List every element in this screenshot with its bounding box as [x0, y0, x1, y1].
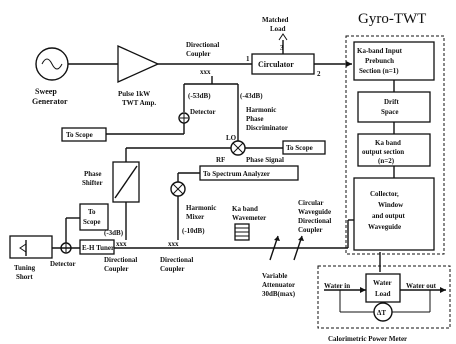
att-53-label: (-53dB): [188, 92, 211, 100]
calorimetric-enclosure: [317, 265, 451, 329]
to-scope-right-label: To Scope: [286, 144, 313, 152]
rf-label: RF: [216, 156, 225, 164]
att-43-label: (-43dB): [240, 92, 263, 100]
dc-top-label: Directional Coupler: [186, 41, 221, 58]
to-scope-lower-label: To Scope: [83, 208, 101, 226]
drift-space-box: [357, 91, 431, 123]
coupler-marks: xxx: [116, 240, 127, 248]
tuning-short-box: [9, 235, 53, 259]
coupler-marks: xxx: [168, 240, 179, 248]
gyro-twt-enclosure: [345, 35, 445, 255]
lo-label: LO: [226, 134, 237, 142]
phase-signal-label: Phase Signal: [246, 156, 284, 164]
variable-attenuator-label: Variable Attenuator 30dB(max): [262, 272, 297, 298]
sine-wave-icon: [41, 58, 63, 70]
harmonic-phase-disc-label: Harmonic Phase Discriminator: [246, 106, 288, 132]
sweep-generator-label: Sweep Generator: [32, 87, 68, 106]
phase-shifter-arrow: [114, 165, 138, 199]
water-in-label: Water in: [324, 282, 350, 290]
port-2-label: 2: [317, 70, 321, 78]
to-scope-left-box: [61, 127, 107, 142]
delta-t-label: ΔT: [377, 309, 386, 317]
att-10-label: (-10dB): [182, 227, 205, 235]
detector-upper-label: Detector: [190, 108, 216, 116]
water-load-label: Water Load: [373, 279, 393, 298]
drift-space-label: Drift Space: [381, 98, 401, 116]
phase-shifter-label: Phase Shifter: [82, 170, 103, 187]
collector-box: [353, 177, 435, 251]
harmonic-mixer-label: Harmonic Mixer: [186, 204, 218, 221]
att-3-label: (-3dB): [104, 229, 124, 237]
delta-t-meter-symbol: [373, 302, 393, 322]
twt-amplifier-symbol: [117, 44, 160, 84]
to-scope-right-box: [282, 140, 326, 155]
circular-wg-dc-label: Circular Waveguide Directional Coupler: [298, 199, 333, 234]
arrow-head: [346, 61, 352, 67]
dc-lower-left-label: Directional Coupler: [104, 256, 139, 273]
water-load-box: [365, 273, 401, 303]
port-1-label: 1: [246, 55, 250, 63]
gyro-input-section: [353, 41, 435, 81]
matched-load-label: Matched Load: [262, 16, 290, 33]
twt-amp-label: Pulse 1kW TWT Amp.: [118, 90, 156, 107]
eh-tuner-label: E-H Tuner: [82, 244, 114, 252]
circulator-label: Circulator: [258, 60, 294, 69]
coupler-marks: xxx: [200, 68, 211, 76]
matched-load-symbol: [278, 33, 288, 41]
to-scope-left-label: To Scope: [66, 131, 93, 139]
ka-wavemeter-label: Ka band Wavemeter: [232, 205, 266, 222]
calorimetric-label: Calorimetric Power Meter: [328, 335, 407, 343]
gyro-input-label: Ka-band Input Prebunch Section (n=1): [357, 47, 404, 75]
detector-lower-label: Detector: [50, 260, 76, 268]
collector-label: Collector, Window and output Waveguide: [368, 190, 407, 231]
eh-tuner-box: [79, 239, 115, 255]
dc-lower-mid-label: Directional Coupler: [160, 256, 195, 273]
tuning-short-label: Tuning Short: [14, 264, 37, 281]
ka-output-label: Ka band output section (n=2): [362, 139, 406, 165]
diagram-title: Gyro-TWT: [358, 11, 426, 27]
to-spectrum-analyzer-box: [199, 165, 299, 181]
ka-output-section: [357, 133, 431, 167]
port-3-label: 3: [280, 44, 284, 52]
water-out-label: Water out: [406, 282, 437, 290]
to-scope-lower-box: [79, 203, 109, 231]
to-spectrum-analyzer-label: To Spectrum Analyzer: [203, 170, 270, 178]
